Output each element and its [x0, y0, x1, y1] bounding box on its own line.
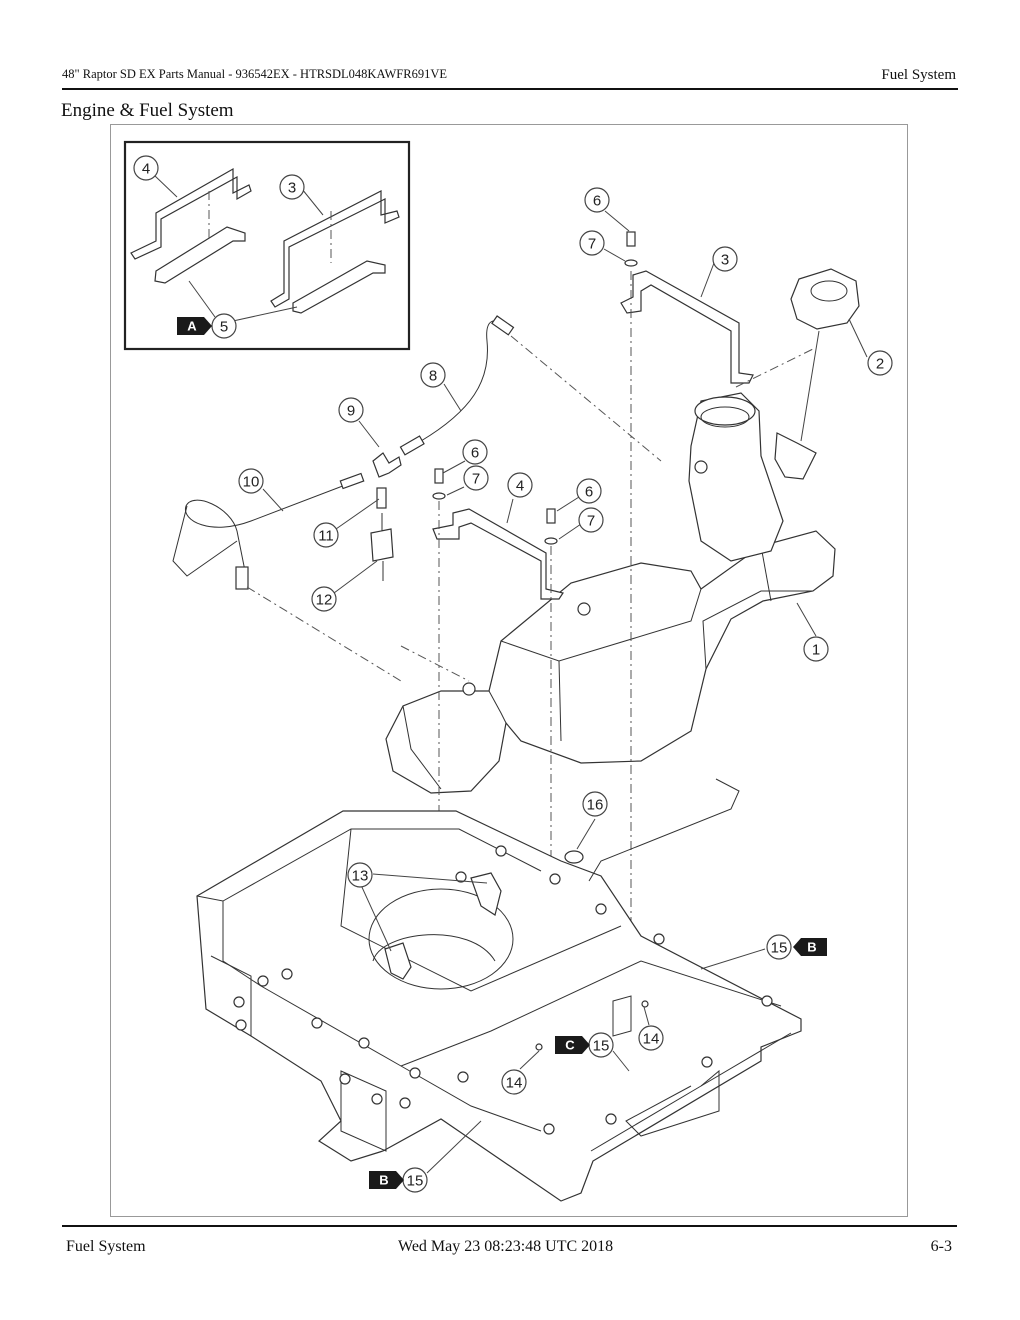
callout-15-b-bottom: 15	[402, 1167, 428, 1193]
exploded-parts-diagram: 1 2 3 3 4 4 5 6 6 6 7 7 7 8 9 10 11 12 1…	[110, 124, 908, 1217]
svg-text:A: A	[187, 319, 197, 334]
callout-9: 9	[338, 397, 364, 423]
callout-11: 11	[313, 522, 339, 548]
bolts-washers	[432, 231, 638, 545]
svg-text:9: 9	[347, 403, 355, 420]
header-manual-title: 48" Raptor SD EX Parts Manual - 936542EX…	[62, 67, 447, 81]
svg-text:11: 11	[318, 528, 334, 545]
callout-16: 16	[582, 791, 608, 817]
svg-text:7: 7	[587, 513, 595, 530]
callout-4-main: 4	[507, 472, 533, 498]
callout-14-left: 14	[501, 1069, 527, 1095]
callout-12: 12	[311, 586, 337, 612]
footer-rule	[62, 1225, 957, 1227]
callout-6-left: 6	[462, 439, 488, 465]
callout-6-right: 6	[576, 478, 602, 504]
svg-text:6: 6	[593, 193, 601, 210]
callout-7-right: 7	[578, 507, 604, 533]
svg-text:3: 3	[288, 180, 296, 197]
svg-text:1: 1	[812, 642, 820, 659]
svg-text:16: 16	[587, 797, 604, 814]
svg-text:B: B	[807, 940, 816, 955]
svg-text:10: 10	[243, 474, 260, 491]
view-tag-b-right: B	[793, 938, 827, 956]
callout-8: 8	[420, 362, 446, 388]
callout-5: 5	[211, 313, 237, 339]
callout-1: 1	[803, 636, 829, 662]
section-title: Engine & Fuel System	[61, 100, 234, 121]
callout-15-b-right: 15	[766, 934, 792, 960]
svg-text:4: 4	[142, 161, 150, 178]
fuel-cap	[774, 268, 860, 480]
strap-bracket-3	[620, 270, 754, 384]
svg-text:C: C	[565, 1038, 575, 1053]
callout-15-c: 15	[588, 1032, 614, 1058]
header-rule	[62, 88, 958, 90]
callout-13: 13	[347, 862, 373, 888]
svg-text:4: 4	[516, 478, 524, 495]
callout-10: 10	[238, 468, 264, 494]
svg-text:B: B	[379, 1173, 388, 1188]
svg-text:2: 2	[876, 356, 884, 373]
strap-bracket-4	[432, 508, 564, 600]
callout-14-right: 14	[638, 1025, 664, 1051]
callout-7-top: 7	[579, 230, 605, 256]
chassis-frame	[196, 778, 802, 1202]
inset-detail-a	[123, 140, 411, 351]
callout-7-left: 7	[463, 465, 489, 491]
frame-hardware	[233, 845, 773, 1135]
svg-text:15: 15	[407, 1173, 424, 1190]
svg-text:8: 8	[429, 368, 437, 385]
view-tag-a: A	[177, 317, 212, 335]
callout-2: 2	[867, 350, 893, 376]
footer-page-number: 6-3	[930, 1238, 952, 1255]
callout-leaders	[262, 210, 868, 1174]
svg-text:7: 7	[472, 471, 480, 488]
svg-text:6: 6	[471, 445, 479, 462]
svg-text:6: 6	[585, 484, 593, 501]
view-tag-c: C	[555, 1036, 590, 1054]
fuel-tank	[385, 392, 836, 794]
fuel-lines	[172, 315, 515, 590]
callout-3-inset: 3	[279, 174, 305, 200]
view-tag-b-bottom: B	[369, 1171, 404, 1189]
svg-text:15: 15	[771, 940, 788, 957]
callout-3-main: 3	[712, 246, 738, 272]
svg-text:12: 12	[316, 592, 333, 609]
footer-section-name: Fuel System	[66, 1238, 146, 1255]
svg-text:14: 14	[506, 1075, 523, 1092]
svg-text:14: 14	[643, 1031, 660, 1048]
header-section-name: Fuel System	[881, 67, 956, 83]
svg-text:7: 7	[588, 236, 596, 253]
svg-text:3: 3	[721, 252, 729, 269]
svg-text:5: 5	[220, 319, 228, 336]
svg-text:13: 13	[352, 868, 369, 885]
footer-timestamp: Wed May 23 08:23:48 UTC 2018	[398, 1238, 614, 1255]
svg-text:15: 15	[593, 1038, 610, 1055]
callout-4-inset: 4	[133, 155, 159, 181]
callout-6-top: 6	[584, 187, 610, 213]
